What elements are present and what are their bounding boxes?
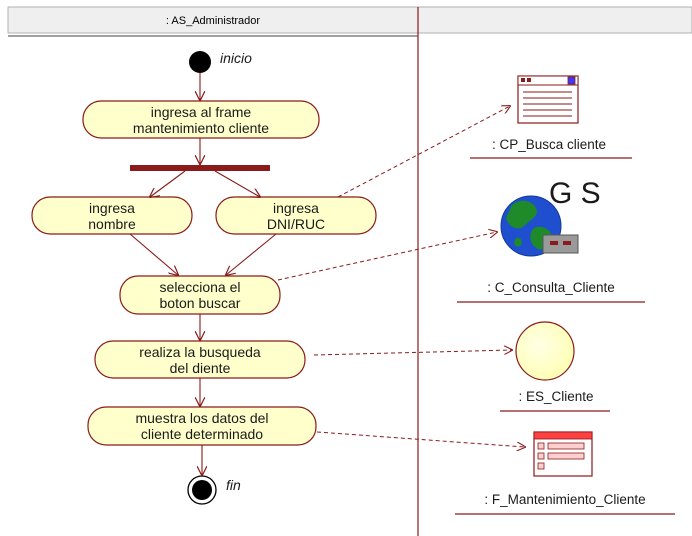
activity-label: del diente xyxy=(170,360,231,376)
activity-label: cliente determinado xyxy=(141,426,263,442)
dependency-arrow xyxy=(277,232,497,281)
activity-label: ingresa al frame xyxy=(151,104,252,120)
control-flows xyxy=(129,73,277,475)
end-node[interactable] xyxy=(187,475,217,505)
swimlane-title-administrador: : AS_Administrador xyxy=(166,15,260,27)
activity-ingresa-dni[interactable]: ingresa DNI/RUC xyxy=(215,196,377,235)
activity-label: realiza la busqueda xyxy=(139,344,261,360)
activity-label: muestra los datos del xyxy=(135,410,268,426)
object-label-f-mantenimiento: : F_Mantenimiento_Cliente xyxy=(484,492,645,507)
form-icon[interactable] xyxy=(533,431,593,477)
flow-arrow xyxy=(214,170,260,197)
dependency-arrow xyxy=(313,350,512,356)
fork-bar[interactable] xyxy=(130,165,270,171)
activity-label: ingresa xyxy=(89,200,135,216)
activity-label: nombre xyxy=(88,216,136,232)
dependency-arrow xyxy=(316,431,525,447)
window-icon[interactable] xyxy=(517,75,579,124)
gs-logo-text: G S xyxy=(549,177,601,210)
activity-label: selecciona el xyxy=(160,279,241,295)
activity-label: DNI/RUC xyxy=(267,216,325,232)
server-icon xyxy=(542,234,579,254)
flow-arrow xyxy=(226,233,277,275)
start-label: inicio xyxy=(220,50,252,66)
activity-ingresa-nombre[interactable]: ingresa nombre xyxy=(31,196,193,235)
activity-selecciona-boton[interactable]: selecciona el boton buscar xyxy=(119,275,281,315)
object-label-es-cliente: : ES_Cliente xyxy=(518,389,593,404)
swimlane-header: : AS_Administrador xyxy=(7,6,692,34)
activity-muestra-datos[interactable]: muestra los datos del cliente determinad… xyxy=(87,406,317,446)
activity-label: boton buscar xyxy=(160,295,241,311)
object-label-cp-busca: : CP_Busca cliente xyxy=(492,137,606,152)
flow-arrow xyxy=(150,170,186,197)
activity-realiza-busqueda[interactable]: realiza la busqueda del diente xyxy=(94,340,306,379)
dependency-arrow xyxy=(337,106,510,198)
start-node[interactable] xyxy=(189,51,211,73)
object-flows xyxy=(277,106,525,447)
end-label: fin xyxy=(226,477,241,493)
activity-label: ingresa xyxy=(273,200,319,216)
entity-icon[interactable] xyxy=(515,321,575,381)
object-label-c-consulta: : C_Consulta_Cliente xyxy=(487,280,615,295)
flow-arrow xyxy=(129,233,178,275)
activity-label: mantenimiento cliente xyxy=(133,120,269,136)
activity-ingresa-frame[interactable]: ingresa al frame mantenimiento cliente xyxy=(82,100,320,139)
